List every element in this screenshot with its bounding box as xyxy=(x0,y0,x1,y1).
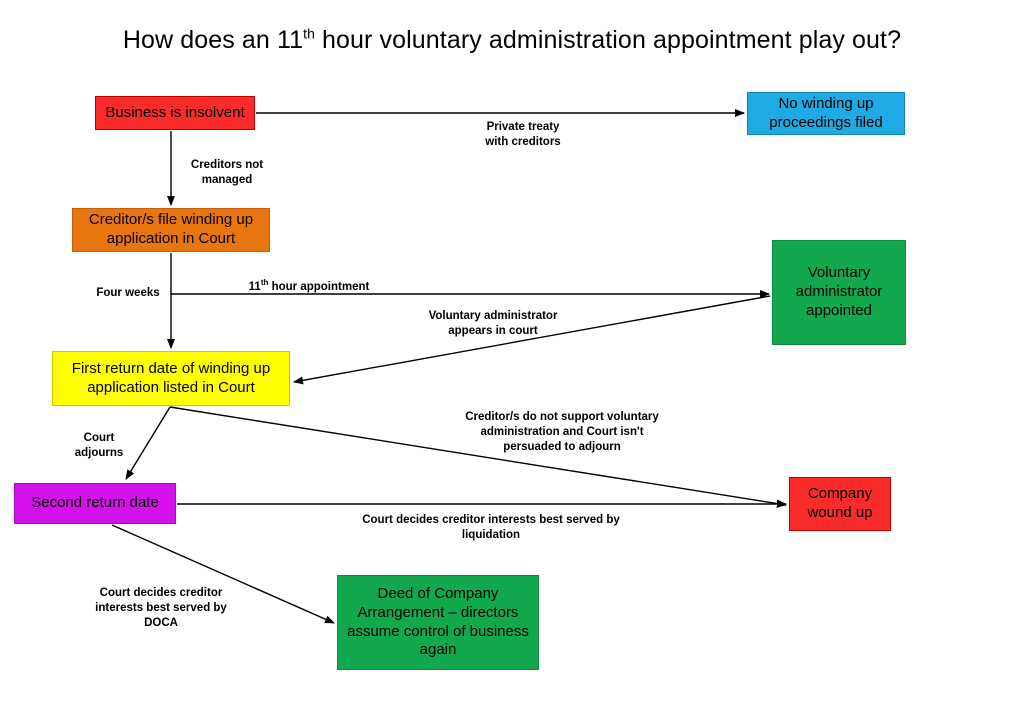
node-company-wound-up[interactable]: Company wound up xyxy=(789,477,891,531)
edge-label-suffix: hour appointment xyxy=(268,281,370,293)
node-no-winding-up[interactable]: No winding up proceedings filed xyxy=(747,92,905,135)
connector-first-return-to-second-return xyxy=(125,406,171,480)
node-business-insolvent[interactable]: Business is insolvent xyxy=(95,96,255,130)
edge-label-eleventh-hour-appointment: 11th hour appointment xyxy=(238,278,380,295)
edge-label-va-appears-in-court: Voluntary administrator appears in court xyxy=(428,310,558,337)
edge-label-creditors-do-not-support: Creditor/s do not support voluntary admi… xyxy=(465,411,659,453)
edge-label-liquidation: Court decides creditor interests best se… xyxy=(362,514,620,541)
node-deed-of-company-arrangement[interactable]: Deed of Company Arrangement – directors … xyxy=(337,575,539,670)
title-superscript: th xyxy=(303,25,315,42)
edge-label-prefix: 11 xyxy=(248,281,261,293)
edge-label-court-adjourns: Court adjourns xyxy=(74,432,124,459)
page-title: How does an 11th hour voluntary administ… xyxy=(0,26,1024,55)
edge-label-doca: Court decides creditor interests best se… xyxy=(95,587,227,629)
title-suffix: hour voluntary administration appointmen… xyxy=(315,26,902,54)
edge-label-private-treaty: Private treaty with creditors xyxy=(485,121,561,148)
node-creditors-file-winding-up[interactable]: Creditor/s file winding up application i… xyxy=(72,208,270,252)
title-prefix: How does an 11 xyxy=(122,26,304,54)
edge-label-four-weeks: Four weeks xyxy=(96,287,160,299)
edge-label-superscript: th xyxy=(260,278,269,288)
node-voluntary-administrator-appointed[interactable]: Voluntary administrator appointed xyxy=(772,240,906,345)
node-first-return-date[interactable]: First return date of winding up applicat… xyxy=(52,351,290,406)
edge-label-creditors-not-managed: Creditors not managed xyxy=(190,159,264,186)
node-second-return-date[interactable]: Second return date xyxy=(14,483,176,524)
